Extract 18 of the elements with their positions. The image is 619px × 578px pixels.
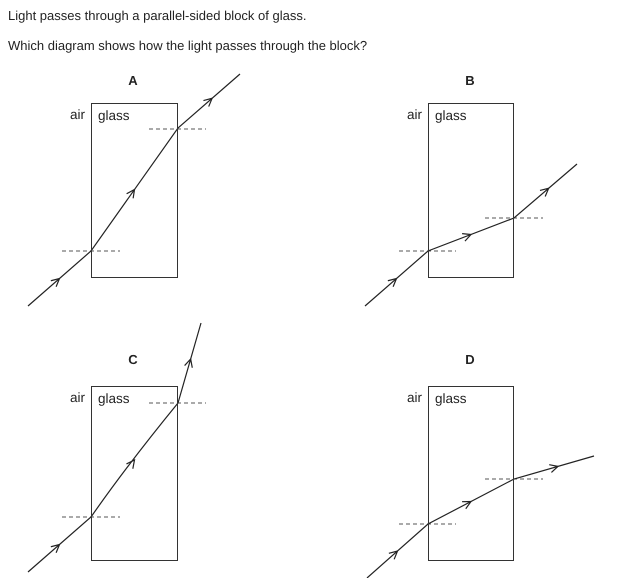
material-label: glass: [435, 108, 467, 123]
option-letter: B: [465, 73, 475, 88]
glass-block: [91, 103, 178, 278]
material-label: glass: [98, 391, 130, 406]
material-label: air: [406, 107, 422, 122]
option-letter: A: [128, 73, 138, 88]
material-label: glass: [435, 391, 467, 406]
option-letter: D: [465, 352, 475, 367]
glass-block: [428, 103, 514, 278]
glass-block: [91, 386, 178, 561]
option-letter: C: [128, 352, 138, 367]
material-label: air: [406, 390, 422, 405]
material-label: glass: [98, 108, 130, 123]
question-text: Which diagram shows how the light passes through the block?: [8, 38, 368, 53]
material-label: air: [70, 107, 85, 122]
glass-block: [428, 386, 514, 561]
material-label: air: [70, 390, 85, 405]
question-text: Light passes through a parallel-sided block of glass.: [8, 8, 306, 23]
